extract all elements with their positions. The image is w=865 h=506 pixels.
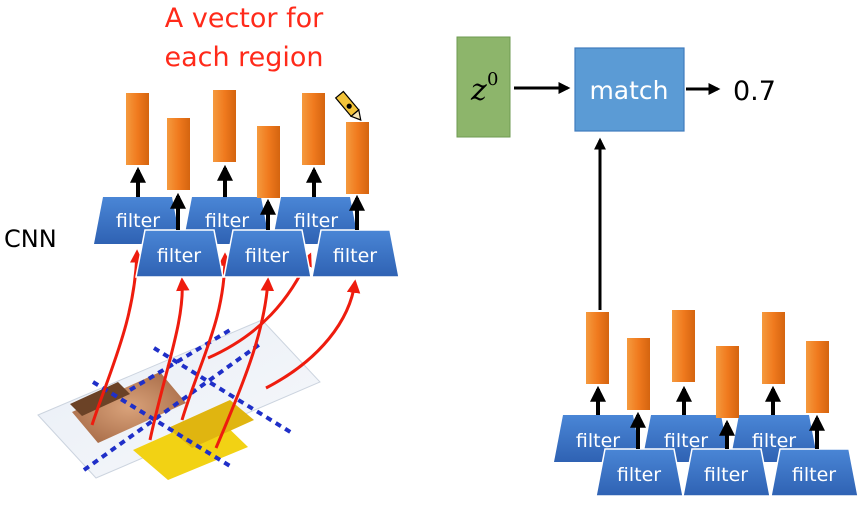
feature-bar xyxy=(213,90,236,162)
left-filters-front: filter filter filter xyxy=(135,229,400,278)
right-filters-front: filter filter filter xyxy=(595,448,859,497)
output-score: 0.7 xyxy=(733,76,776,107)
receptive-field-arrows xyxy=(90,249,361,449)
title-line-1: A vector for xyxy=(165,3,324,34)
grid-line xyxy=(91,380,232,468)
filter-label: filter xyxy=(792,464,836,486)
z0-box: z 0 xyxy=(456,36,511,138)
left-feature-vectors xyxy=(126,90,369,230)
feature-bar xyxy=(586,312,609,384)
input-image xyxy=(37,319,321,480)
filter-label: filter xyxy=(294,210,338,232)
filter-label: filter xyxy=(205,210,249,232)
grid-line xyxy=(82,342,262,472)
grid-line xyxy=(128,328,232,392)
match-label: match xyxy=(589,76,668,105)
pen-cursor-icon xyxy=(334,90,362,121)
feature-bar xyxy=(672,310,695,382)
feature-bar xyxy=(716,346,739,418)
feature-bar xyxy=(762,312,785,384)
feature-bar xyxy=(346,122,369,194)
right-feature-vectors xyxy=(586,310,829,449)
filter-label: filter xyxy=(245,245,289,267)
z-symbol: z xyxy=(470,73,487,108)
filter-label: filter xyxy=(704,464,748,486)
filter-label: filter xyxy=(157,245,201,267)
filter-label: filter xyxy=(116,210,160,232)
grid-line xyxy=(152,346,294,435)
cnn-label: CNN xyxy=(4,225,57,253)
feature-bar xyxy=(806,341,829,413)
z-superscript: 0 xyxy=(487,69,498,90)
filter-label: filter xyxy=(664,430,708,452)
feature-bar xyxy=(257,126,280,198)
feature-bar xyxy=(302,93,325,165)
feature-bar xyxy=(167,118,190,190)
match-box: match xyxy=(574,47,685,132)
filter-label: filter xyxy=(752,430,796,452)
filter-label: filter xyxy=(333,245,377,267)
filter-label: filter xyxy=(576,430,620,452)
feature-bar xyxy=(126,93,149,165)
feature-bar xyxy=(627,338,650,410)
title-line-2: each region xyxy=(164,42,323,73)
filter-label: filter xyxy=(617,464,661,486)
